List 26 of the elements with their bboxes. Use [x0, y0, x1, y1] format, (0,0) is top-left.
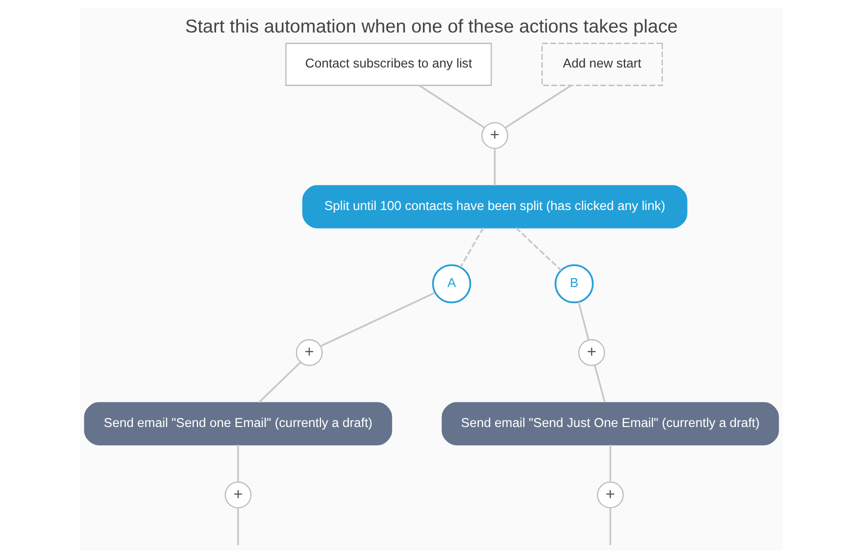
connector	[609, 508, 612, 546]
node-box: Add new start	[541, 42, 663, 86]
connector	[609, 444, 612, 482]
diagram-title: Start this automation when one of these actions takes place	[185, 16, 678, 37]
connector	[460, 227, 484, 268]
connector	[320, 292, 436, 347]
connector	[515, 227, 562, 271]
node-circle: +	[296, 339, 323, 366]
node-box: Send email "Send Just One Email" (currently a draft)	[442, 402, 779, 446]
node-circle: B	[554, 264, 594, 304]
node-circle: +	[578, 339, 606, 366]
node-box: Contact subscribes to any list	[285, 42, 492, 86]
node-circle: A	[432, 264, 472, 304]
node-circle: +	[596, 482, 624, 508]
node-circle: +	[481, 122, 508, 149]
node-circle: +	[224, 482, 252, 508]
connector	[237, 444, 239, 482]
connector	[578, 302, 590, 340]
node-box: Send email "Send one Email" (currently a draft)	[84, 402, 392, 446]
connector	[258, 362, 302, 404]
node-box: Split until 100 contacts have been split (has clicked any link)	[302, 185, 688, 228]
connector	[237, 508, 239, 546]
connector	[504, 84, 572, 129]
connector	[494, 148, 496, 186]
connector	[594, 364, 606, 403]
connector	[418, 84, 485, 128]
